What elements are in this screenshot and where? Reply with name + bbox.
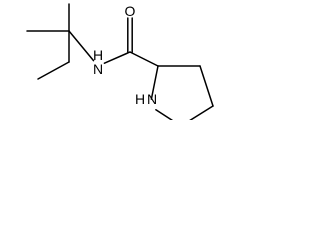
atom-label-o-carbonyl: O — [125, 3, 136, 19]
single-bond-line — [103, 51, 131, 64]
bond-layer — [26, 3, 214, 120]
single-bond-line — [37, 61, 70, 80]
atom-label-h-amide: H — [93, 47, 103, 63]
single-bond-line — [129, 51, 159, 67]
atom-label-h-ring: H — [135, 91, 145, 107]
single-bond-line — [68, 30, 95, 62]
atom-label-n-amide: N — [93, 61, 103, 77]
atom-label-n-ring: N — [147, 91, 157, 107]
single-bond-line — [155, 109, 174, 120]
single-bond-line — [150, 65, 159, 100]
single-bond-line — [189, 105, 214, 120]
single-bond-line — [199, 65, 214, 107]
